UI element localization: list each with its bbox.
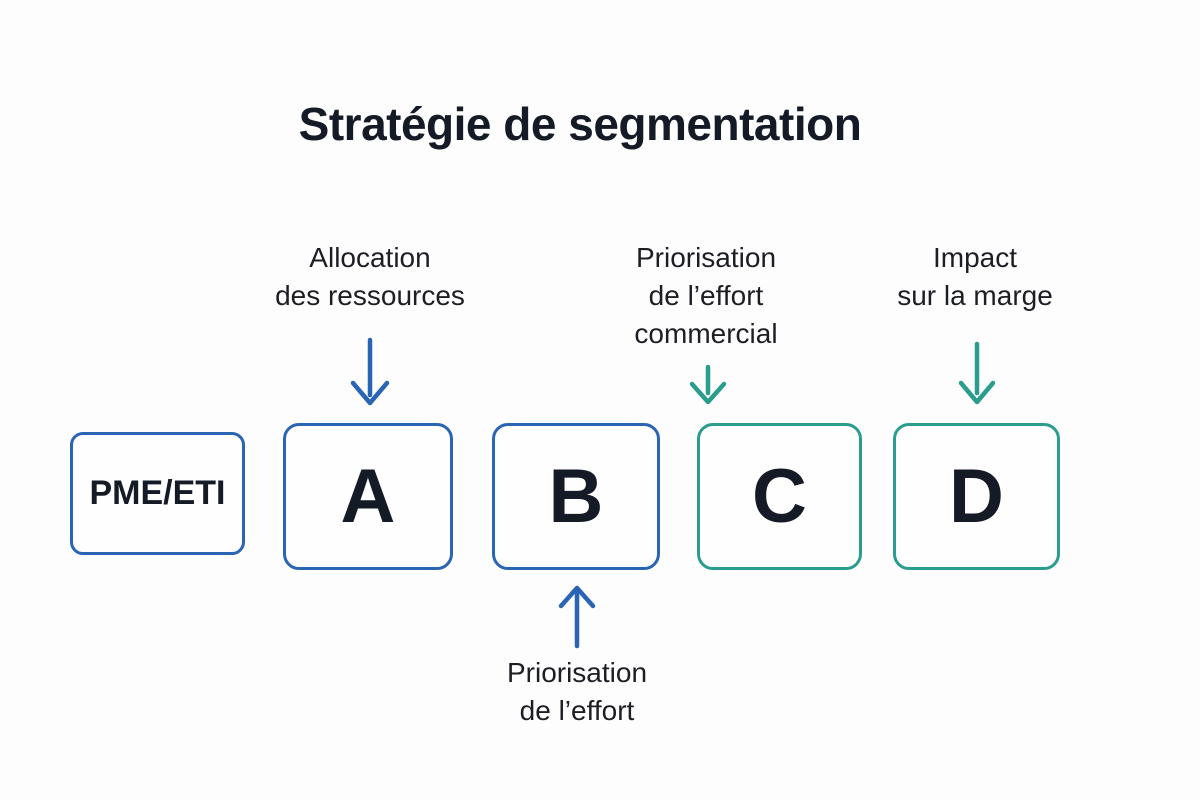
annotation-allocation-ressources: Allocation des ressources xyxy=(230,239,510,315)
page-title: Stratégie de segmentation xyxy=(298,97,862,150)
box-label: D xyxy=(949,454,1004,539)
annotation-line: Impact xyxy=(932,242,1018,273)
box-segment-b: B xyxy=(492,423,660,570)
box-segment-d: D xyxy=(893,423,1060,570)
annotation-line: Priorisation xyxy=(506,657,648,688)
box-segment-c: C xyxy=(697,423,862,570)
arrow-down-icon xyxy=(350,337,390,406)
box-label: PME/ETI xyxy=(89,474,226,512)
annotation-line: Priorisation xyxy=(635,242,777,273)
annotation-line: commercial xyxy=(634,318,778,349)
annotation-priorisation-effort-commercial: Priorisation de l’effort commercial xyxy=(566,239,846,353)
box-label: B xyxy=(548,454,604,539)
annotation-priorisation-effort: Priorisation de l’effort xyxy=(437,654,717,730)
arrow-down-icon xyxy=(689,365,727,405)
box-label: C xyxy=(752,454,807,539)
box-segment-a: A xyxy=(283,423,453,570)
annotation-line: Allocation xyxy=(309,242,431,273)
annotation-line: de l’effort xyxy=(519,695,635,726)
annotation-impact-marge: Impact sur la marge xyxy=(835,239,1115,315)
annotation-line: des ressources xyxy=(275,280,465,311)
arrow-down-icon xyxy=(958,341,996,405)
box-pme-eti: PME/ETI xyxy=(70,432,245,555)
arrow-up-icon xyxy=(558,585,596,649)
box-label: A xyxy=(340,454,396,539)
annotation-line: de l’effort xyxy=(648,280,764,311)
annotation-line: sur la marge xyxy=(897,280,1053,311)
